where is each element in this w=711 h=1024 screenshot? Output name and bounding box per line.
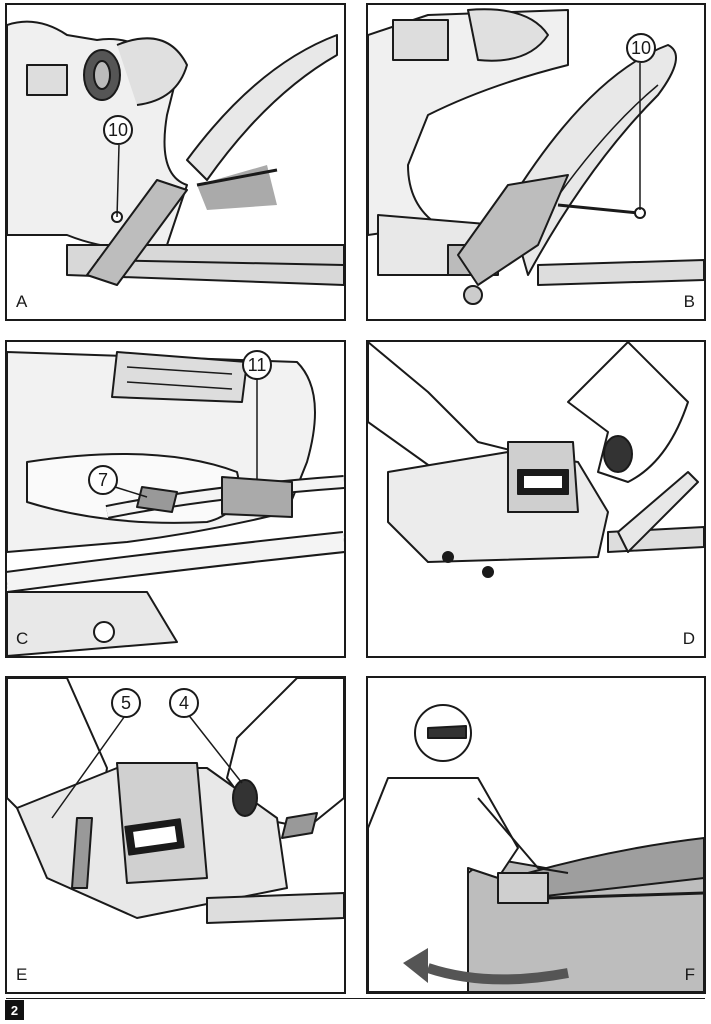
figure-panel-b: 10 B [366,3,706,321]
illustration-cord-retainer [7,351,344,656]
illustration-blade-guard-attach [7,20,344,286]
panel-letter-d: D [682,629,695,648]
illustration-hands-on-trimmer [368,342,704,578]
callout-5: 5 [111,688,141,718]
figure-panel-a: 10 A [5,3,346,321]
panel-letter-f: F [684,965,695,984]
panel-letter-a: A [16,292,28,311]
panel-letter-c: C [16,629,29,648]
page-number: 2 [5,1000,24,1020]
panel-letter-b: B [683,292,695,311]
callout-10: 10 [103,115,133,145]
figure-panel-e: 5 4 E [5,676,346,994]
figure-panel-d: D [366,340,706,658]
callout-10: 10 [626,33,656,63]
footer-divider [6,998,705,999]
figure-panel-c: 11 7 C [5,340,346,658]
callout-4: 4 [169,688,199,718]
figure-panel-f: F [366,676,706,994]
illustration-switch-operation [7,678,344,924]
illustration-trimming-hedge [368,704,704,992]
callout-11: 11 [242,350,272,380]
callout-7: 7 [88,465,118,495]
panel-letter-e: E [16,965,28,984]
illustration-blade-guard-screw [368,8,704,305]
